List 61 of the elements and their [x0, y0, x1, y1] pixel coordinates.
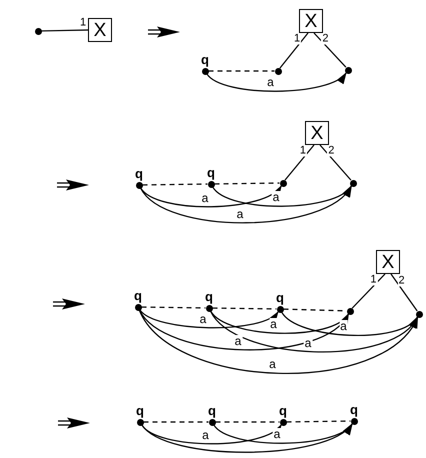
nonterminal-box: X	[376, 250, 400, 274]
line	[390, 274, 418, 312]
nonterminal-box: X	[299, 9, 323, 33]
vertex-label: q	[207, 166, 215, 178]
vertex-dot	[344, 66, 352, 74]
arrow	[213, 423, 353, 444]
dashed-line	[144, 421, 208, 423]
line	[314, 32, 346, 68]
vertex-label: q	[279, 404, 287, 416]
vertex-label: q	[205, 290, 213, 302]
vertex-label: q	[276, 290, 284, 304]
arrow	[212, 185, 352, 207]
edge-label: a	[234, 334, 242, 347]
port-number: 2	[327, 146, 336, 156]
line	[320, 144, 352, 181]
vertex-label: q	[135, 166, 143, 180]
arrow	[281, 312, 418, 336]
dashed-line	[208, 70, 274, 72]
edge-label: a	[269, 318, 278, 330]
line	[284, 144, 314, 180]
vertex-dot	[280, 180, 286, 186]
port-number: 1	[292, 34, 302, 45]
dashed-line	[214, 182, 280, 185]
line	[352, 274, 386, 309]
arrow	[206, 72, 347, 92]
arrow	[141, 424, 282, 444]
arrow	[140, 309, 279, 328]
port-number: 2	[398, 275, 406, 286]
arrow	[210, 310, 349, 334]
arrow	[141, 423, 353, 453]
line	[279, 32, 308, 68]
dashed-line	[142, 306, 206, 309]
vertex-dot	[416, 310, 422, 318]
arrow	[139, 310, 350, 350]
vertex-dot	[34, 28, 42, 34]
arrow	[138, 310, 418, 374]
arrow	[140, 185, 352, 224]
arrow	[140, 185, 282, 208]
port-number: 1	[298, 146, 307, 157]
nonterminal-box: X	[88, 18, 112, 42]
vertex-label: q	[134, 288, 142, 302]
dashed-line	[216, 421, 280, 423]
vertex-dot	[350, 180, 356, 186]
vertex-label: q	[136, 404, 144, 416]
edge-label: a	[304, 336, 312, 349]
dashed-line	[286, 420, 350, 423]
vertex-dot	[274, 68, 282, 74]
port-number: 2	[321, 33, 330, 44]
dashed-line	[212, 307, 276, 310]
line	[41, 29, 88, 32]
vertex-dot	[346, 308, 354, 314]
edge-label: a	[339, 320, 348, 332]
arrow	[210, 310, 418, 352]
vertex-label: q	[201, 52, 209, 66]
port-number: 1	[369, 274, 378, 286]
dashed-line	[142, 183, 208, 186]
nonterminal-box: X	[305, 121, 329, 145]
vertex-label: q	[350, 402, 358, 416]
edge-label: a	[272, 191, 280, 204]
vertex-label: q	[208, 404, 216, 416]
edge-label: a	[272, 428, 282, 440]
